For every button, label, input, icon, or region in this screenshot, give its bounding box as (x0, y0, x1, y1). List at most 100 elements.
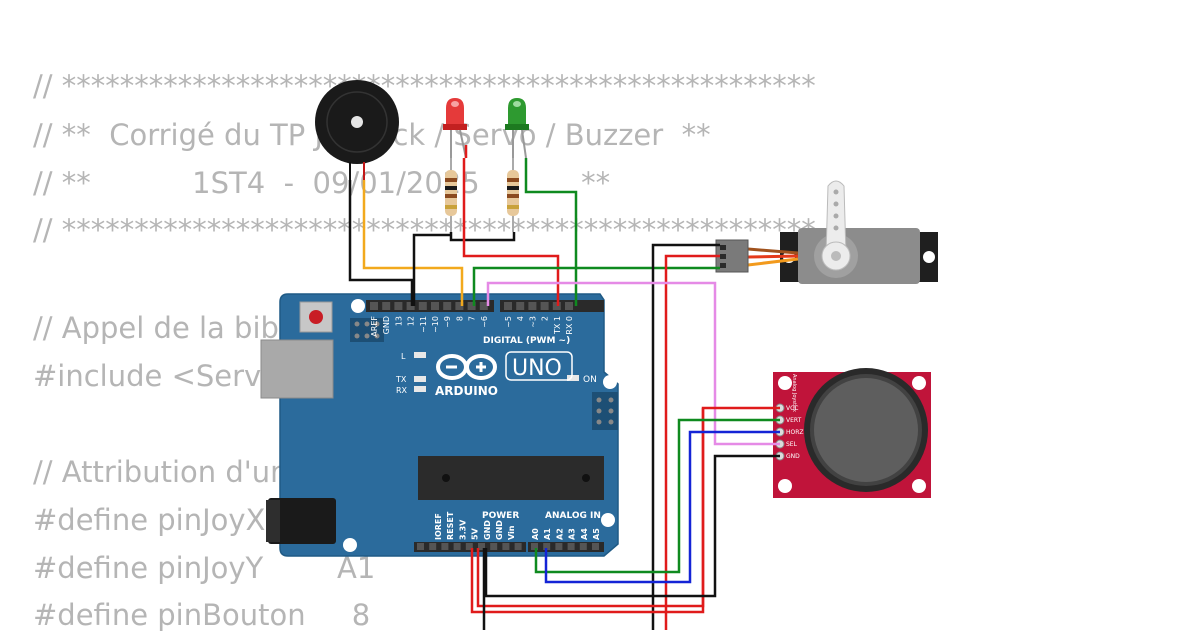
resistor-green-led (507, 158, 519, 232)
wires (348, 145, 780, 630)
led-tx (414, 376, 426, 382)
code-line: #define pinBouton 8 (33, 598, 371, 632)
wire-joystick-gnd (484, 454, 780, 598)
analog-pin (567, 543, 575, 550)
digital-pin-label: TX 1 (553, 316, 562, 335)
resistor-red-led (445, 158, 457, 232)
led-rx (414, 386, 426, 392)
wire-joystick-vcc-2 (470, 408, 705, 614)
digital-pin-label: 4 (516, 316, 525, 321)
power-pin-label: Vin (507, 525, 516, 540)
digital-pin-label: RX 0 (565, 316, 574, 335)
wire-servo-gnd (651, 243, 720, 630)
analog-pin-label: A0 (531, 528, 540, 540)
wire-green-led-d2 (524, 158, 578, 306)
joystick-pin-label: VERT (786, 417, 802, 424)
power-pin (465, 543, 473, 550)
analog-header-label: ANALOG IN (545, 511, 601, 521)
digital-pin (467, 302, 476, 310)
wire-joystick-sel (486, 281, 780, 446)
analog-header (528, 542, 604, 552)
analog-pin-label: A3 (568, 528, 577, 540)
led-l (414, 352, 426, 358)
wire-led-gnd (449, 232, 516, 242)
digital-pin-label: ~3 (528, 316, 537, 328)
analog-pin-label: A4 (580, 528, 589, 540)
red-led[interactable] (443, 98, 467, 159)
power-jack-lip (266, 500, 280, 542)
uno-badge (505, 351, 573, 381)
wire-red-led-d3 (462, 145, 560, 306)
digital-pin-label: ~10 (431, 316, 440, 333)
icsp-header-top (350, 318, 384, 342)
green-led[interactable] (505, 98, 529, 159)
power-pin-label: 3.3V (458, 519, 467, 540)
digital-pin (528, 302, 537, 310)
servo-motor[interactable] (780, 180, 938, 284)
power-pin (502, 543, 510, 550)
wire-servo-vcc (664, 254, 720, 630)
joystick-pin-label: VCC (786, 405, 798, 412)
led-on (567, 375, 579, 381)
digital-pins (370, 302, 573, 310)
mounting-hole (603, 375, 617, 389)
power-pin-label: GND (483, 520, 492, 540)
power-jack (268, 498, 336, 544)
analog-pin-label: A2 (555, 528, 564, 540)
analog-pin (592, 543, 599, 550)
board-model: UNO (512, 356, 562, 381)
led-rx-label: RX (396, 386, 408, 395)
code-line: // *************************************… (33, 213, 816, 247)
buzzer[interactable] (315, 80, 399, 180)
power-pin (490, 543, 498, 550)
digital-pin-label: GND (382, 316, 391, 334)
power-pin-label: 5V (471, 527, 480, 540)
joystick-pin-label: GND (786, 453, 800, 460)
digital-pin (418, 302, 427, 310)
wire-buzzer-gnd (348, 180, 414, 306)
digital-pin (455, 302, 464, 310)
mounting-hole (601, 513, 615, 527)
microcontroller-chip (418, 456, 604, 500)
digital-pin-label: ~6 (480, 316, 489, 328)
wire-servo-d9 (472, 266, 720, 306)
mounting-hole (351, 299, 365, 313)
arduino-logo (436, 354, 497, 380)
power-pin (417, 543, 424, 550)
analog-pin-label: A5 (592, 528, 601, 540)
power-pin-label: RESET (446, 511, 455, 540)
analog-pin-label: A1 (543, 528, 552, 540)
power-header-label: POWER (482, 511, 519, 521)
power-pin-label: GND (495, 520, 504, 540)
digital-pin (406, 302, 415, 310)
icsp-header-right (592, 392, 618, 430)
reset-button[interactable] (299, 301, 333, 333)
digital-pin-label: 12 (407, 316, 416, 326)
digital-pin-label: 8 (455, 316, 464, 321)
digital-pin (382, 302, 391, 310)
digital-pin-label: 2 (541, 316, 550, 321)
power-pin (453, 543, 461, 550)
digital-pin-label: ~11 (419, 316, 428, 333)
joystick-pin-label: SEL (786, 441, 798, 448)
code-line: // *************************************… (33, 69, 816, 103)
wire-joystick-vert (534, 418, 780, 574)
analog-pin (579, 543, 587, 550)
wire-led-gnd-board (412, 233, 451, 306)
power-pin-label: IOREF (434, 513, 443, 540)
led-l-label: L (401, 352, 406, 361)
code-line: // ** Corrigé du TP Joystick / Servo / B… (33, 118, 711, 152)
digital-pin-label: ~9 (443, 316, 452, 328)
reset-button-cap[interactable] (309, 310, 323, 324)
digital-pin (504, 302, 512, 310)
wire-joystick-horz (544, 430, 780, 584)
digital-pin-label: AREF (370, 316, 379, 337)
bottom-pins (417, 543, 599, 550)
joystick-title: Analog Joystick (791, 374, 797, 412)
code-background: // *************************************… (33, 0, 1193, 630)
